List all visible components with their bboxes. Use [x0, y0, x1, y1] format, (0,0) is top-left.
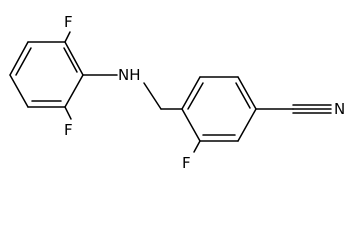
nitrogen-label: N: [334, 100, 345, 118]
amine-label: NH: [118, 66, 141, 84]
bond: [193, 140, 201, 153]
bond: [237, 108, 257, 142]
double-bond: [15, 47, 32, 76]
bond: [64, 41, 84, 76]
bond: [64, 74, 84, 108]
bond: [64, 31, 71, 43]
benzonitrile-ring: [181, 76, 257, 142]
molecule-structure: F F NH F N: [9, 13, 345, 172]
bond: [9, 41, 29, 76]
molecule-canvas: F F NH F N: [9, 13, 346, 172]
fluorine-label: F: [182, 154, 191, 172]
fluorine-label: F: [64, 121, 73, 139]
bond: [181, 108, 201, 142]
double-bond: [235, 82, 251, 109]
fluorine-label: F: [64, 13, 73, 31]
double-bond: [63, 47, 78, 73]
bond: [64, 106, 72, 120]
bond: [143, 82, 162, 110]
bond: [237, 76, 257, 110]
bond: [9, 74, 29, 108]
bond: [181, 76, 201, 110]
double-bond: [187, 82, 204, 110]
difluorophenyl-ring: [9, 41, 84, 108]
